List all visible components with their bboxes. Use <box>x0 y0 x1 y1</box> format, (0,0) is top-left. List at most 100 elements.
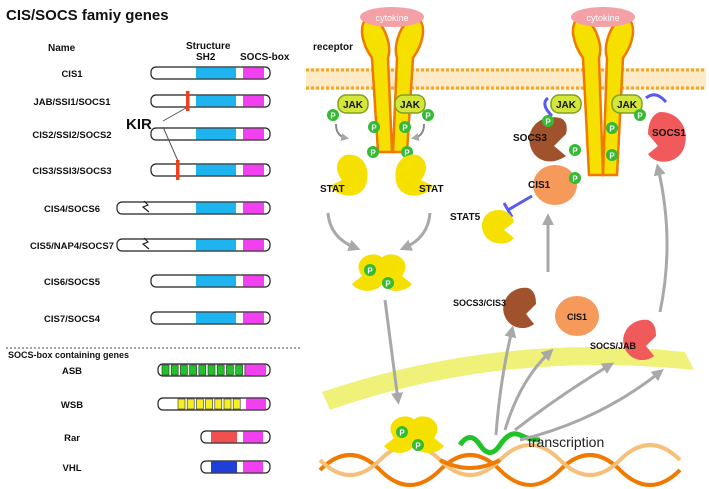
ankyrin-repeat <box>226 364 234 376</box>
dna-helix <box>318 443 682 487</box>
p-label: P <box>637 112 643 121</box>
socs-box-section-title: SOCS-box containing genes <box>8 350 129 360</box>
ankyrin-repeat <box>216 364 225 376</box>
cytokine-left <box>360 7 424 27</box>
socs-box-domain <box>243 431 263 443</box>
socs3-cis3-label: SOCS3/CIS3 <box>453 298 506 308</box>
gene-name: VHL <box>63 463 82 474</box>
p-label: P <box>330 112 336 121</box>
kir-pointer-socs1 <box>162 107 187 122</box>
kir-region <box>186 91 190 111</box>
socs-jab-label: SOCS/JAB <box>590 341 637 351</box>
sh2-domain <box>196 95 236 107</box>
jak-right-a <box>550 94 582 114</box>
cis1-bound <box>533 165 577 205</box>
stat5-label: STAT5 <box>450 212 481 223</box>
gene-name: CIS3/SSI3/SOCS3 <box>32 166 111 177</box>
jak-left-a-label: JAK <box>343 100 364 111</box>
socs-box-gene-row: ASB <box>62 363 271 377</box>
cis1-protein <box>555 296 599 336</box>
wd40-repeat <box>177 398 186 410</box>
phospho-right-group: P P P P P P <box>542 109 646 184</box>
gene-name: CIS4/SOCS6 <box>44 204 100 215</box>
stat5-protein <box>481 210 514 244</box>
stat-right <box>395 154 433 196</box>
arrow-to-cis1 <box>503 348 554 431</box>
p-label: P <box>385 280 391 289</box>
p-label: P <box>367 267 373 276</box>
wd40-repeat <box>232 398 241 410</box>
p-label: P <box>572 147 578 156</box>
socs-box-header: SOCS-box <box>240 52 290 63</box>
gene-structure-bar <box>157 397 271 411</box>
socs-box-domain <box>243 312 264 324</box>
wd40-repeat <box>196 398 204 410</box>
socs-box-domain <box>246 364 266 376</box>
socs3-inhibition <box>543 96 554 118</box>
ankyrin-repeat <box>198 364 207 376</box>
phosphorylation-arrow-right <box>410 123 425 141</box>
cis1-inhibition-line <box>507 194 533 212</box>
jak-right-b-label: JAK <box>617 100 638 111</box>
socs1-inhibition <box>645 93 668 103</box>
sequence-break-mark <box>141 237 150 250</box>
sh2-header: SH2 <box>196 52 216 63</box>
p-label: P <box>402 124 408 133</box>
stat-dimer-arrow-right <box>399 212 432 251</box>
phosphorylation-arrow-left <box>335 123 350 141</box>
socs-box-gene-row: VHL <box>63 460 271 474</box>
socs-box-domain <box>243 239 264 251</box>
p-label: P <box>415 442 421 451</box>
sh2-domain <box>196 67 236 79</box>
receptor-left <box>360 16 425 154</box>
gene-row: JAB/SSI1/SOCS1 <box>33 91 271 111</box>
gene-row: CIS1 <box>61 66 271 80</box>
socs-box-domain <box>243 128 264 140</box>
stat-dimer: P P <box>352 254 412 291</box>
gene-row: CIS7/SOCS4 <box>44 311 271 325</box>
gene-row: CIS2/SSI2/SOCS2 <box>32 127 271 141</box>
socs-box-domain <box>243 95 264 107</box>
p-label: P <box>609 125 615 134</box>
arrow-to-socs-jab-a <box>514 362 615 432</box>
p-label: P <box>545 118 551 127</box>
kir-label: KIR <box>126 116 152 133</box>
sh2-domain <box>196 312 236 324</box>
p-label: P <box>370 149 376 158</box>
p-label: P <box>371 124 377 133</box>
socs3-cis3-protein <box>503 287 536 329</box>
p-label: P <box>572 175 578 184</box>
kir-pointer-socs3 <box>162 126 179 162</box>
wd40-repeat <box>223 398 232 410</box>
gene-name: CIS1 <box>61 69 83 80</box>
arrow-to-socs-jab-b <box>519 369 664 442</box>
stat-left-label: STAT <box>320 184 345 195</box>
ankyrin-repeat <box>180 364 188 376</box>
wd40-repeat <box>214 398 223 410</box>
gene-row: CIS3/SSI3/SOCS3 <box>32 160 271 180</box>
gene-name: WSB <box>61 400 83 411</box>
sh2-domain <box>196 202 236 214</box>
wd40-repeat <box>205 398 213 410</box>
ankyrin-repeat <box>235 364 243 376</box>
socs-jab-protein <box>623 319 656 361</box>
sh2-domain <box>196 128 236 140</box>
ankyrin-repeat <box>161 364 170 376</box>
p-label: P <box>404 149 410 158</box>
cis1-mid-label: CIS1 <box>567 312 587 322</box>
socs-box-domain <box>243 461 263 473</box>
arrow-socs1-to-jak <box>653 163 669 313</box>
p-label: P <box>399 429 405 438</box>
stat-dimer-on-dna: P P <box>384 416 444 453</box>
socs1-bound <box>648 112 686 162</box>
gene-row: CIS4/SOCS6 <box>44 200 271 215</box>
arrow-to-socs3-cis3 <box>494 325 517 436</box>
ankyrin-repeat <box>207 364 216 376</box>
sh2-domain <box>196 275 236 287</box>
sh2-domain <box>196 239 236 251</box>
wd40-repeat <box>186 398 195 410</box>
sequence-break-mark <box>141 200 150 213</box>
gene-name: CIS5/NAP4/SOCS7 <box>30 241 114 252</box>
cis1-label: CIS1 <box>528 180 551 191</box>
